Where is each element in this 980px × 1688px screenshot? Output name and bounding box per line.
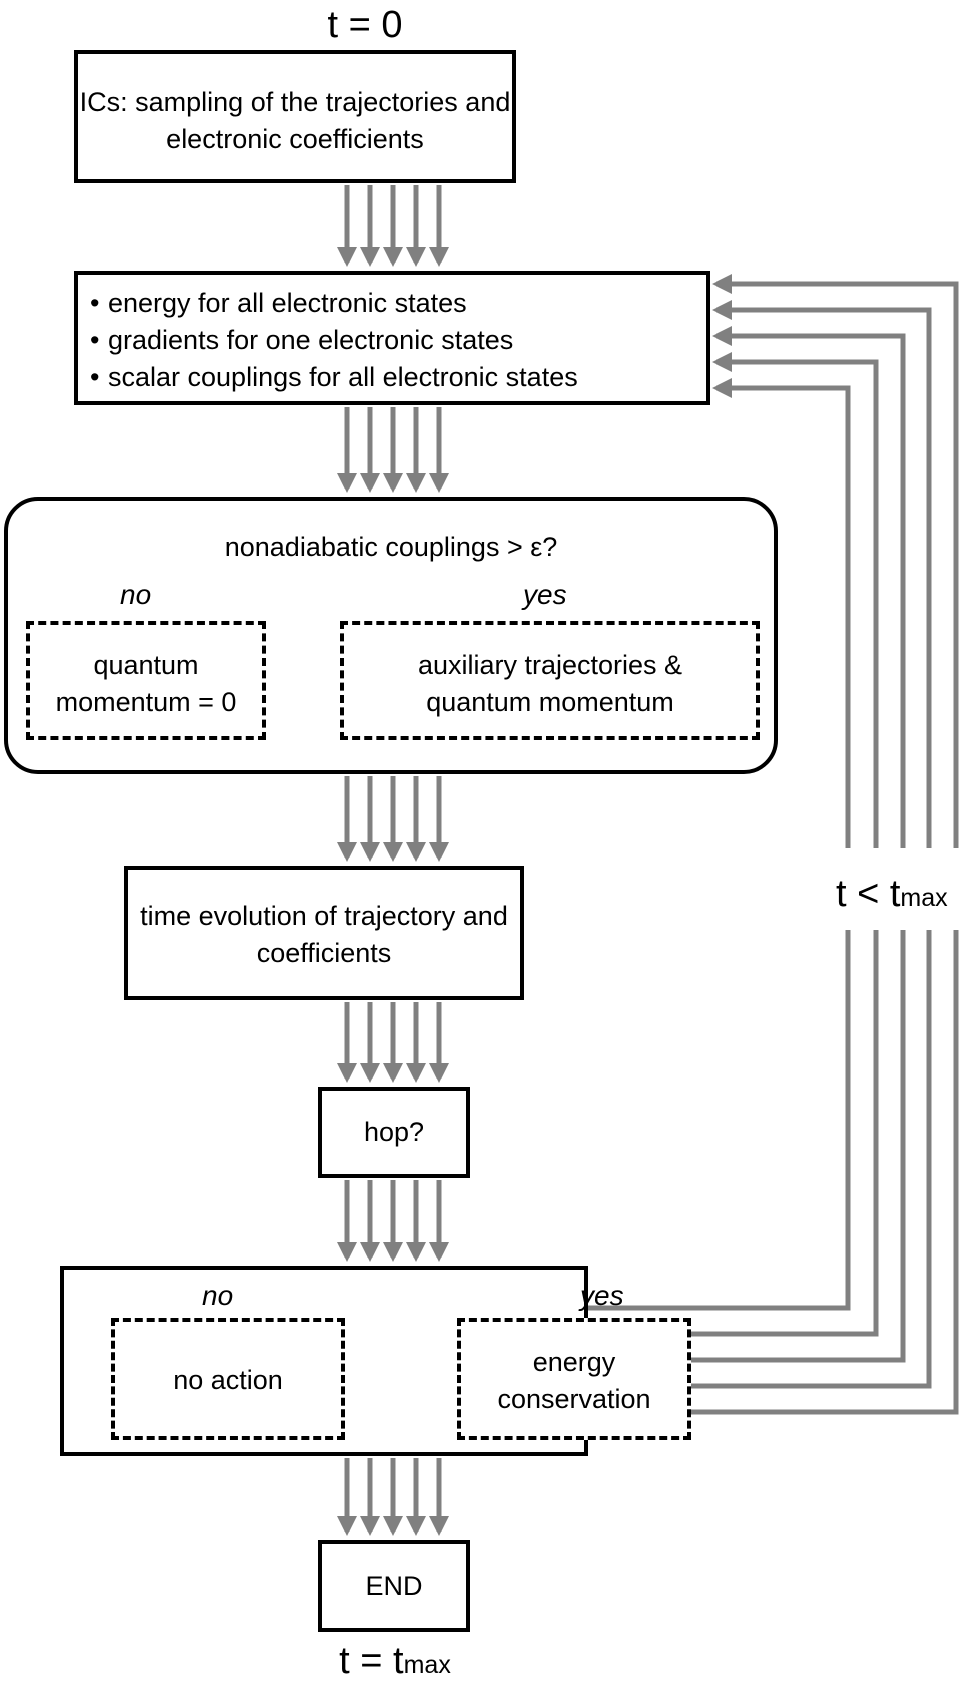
- loop-arrow-lower: [588, 930, 959, 1415]
- nac-no-label: no: [120, 579, 152, 610]
- energy-conservation-box: energy conservation: [457, 1318, 691, 1440]
- loop-arrow-lower: [588, 930, 906, 1363]
- loop-arrow-upper: [712, 274, 959, 848]
- loop-arrow-lower: [588, 930, 879, 1337]
- loop-arrow-upper: [712, 378, 851, 848]
- compute-item: energy for all electronic states: [90, 285, 578, 322]
- compute-item: scalar couplings for all electronic stat…: [90, 359, 578, 396]
- end-time-label: t = tmax: [339, 1640, 451, 1682]
- compute-box: energy for all electronic states gradien…: [74, 271, 710, 405]
- time-evolution-box: time evolution of trajectory and coeffic…: [124, 866, 524, 1000]
- auxiliary-trajectories-box: auxiliary trajectories & quantum momentu…: [340, 621, 760, 740]
- loop-arrow-upper: [712, 352, 879, 848]
- nac-yes-label: yes: [523, 579, 567, 610]
- end-box: END: [318, 1540, 470, 1632]
- loop-arrow-lower: [588, 930, 851, 1311]
- start-time-label: t = 0: [327, 4, 403, 46]
- init-text: ICs: sampling of the trajectories and el…: [79, 87, 511, 154]
- down-arrow-bundles: [337, 185, 449, 1536]
- compute-item: gradients for one electronic states: [90, 322, 578, 359]
- no-action-box: no action: [111, 1318, 345, 1440]
- nac-question: nonadiabatic couplings > ε?: [224, 532, 558, 562]
- loop-back-arrows: [588, 274, 959, 1415]
- hop-no-label: no: [202, 1280, 234, 1311]
- init-box: ICs: sampling of the trajectories and el…: [74, 50, 516, 183]
- loop-arrow-lower: [588, 930, 932, 1389]
- quantum-momentum-zero-box: quantum momentum = 0: [26, 621, 266, 740]
- compute-list: energy for all electronic states gradien…: [90, 285, 578, 396]
- loop-condition-label: t < tmax: [836, 873, 948, 915]
- loop-arrow-upper: [712, 326, 906, 848]
- hop-yes-label: yes: [580, 1280, 624, 1311]
- loop-arrow-upper: [712, 300, 932, 848]
- hop-decision-box: hop?: [318, 1087, 470, 1178]
